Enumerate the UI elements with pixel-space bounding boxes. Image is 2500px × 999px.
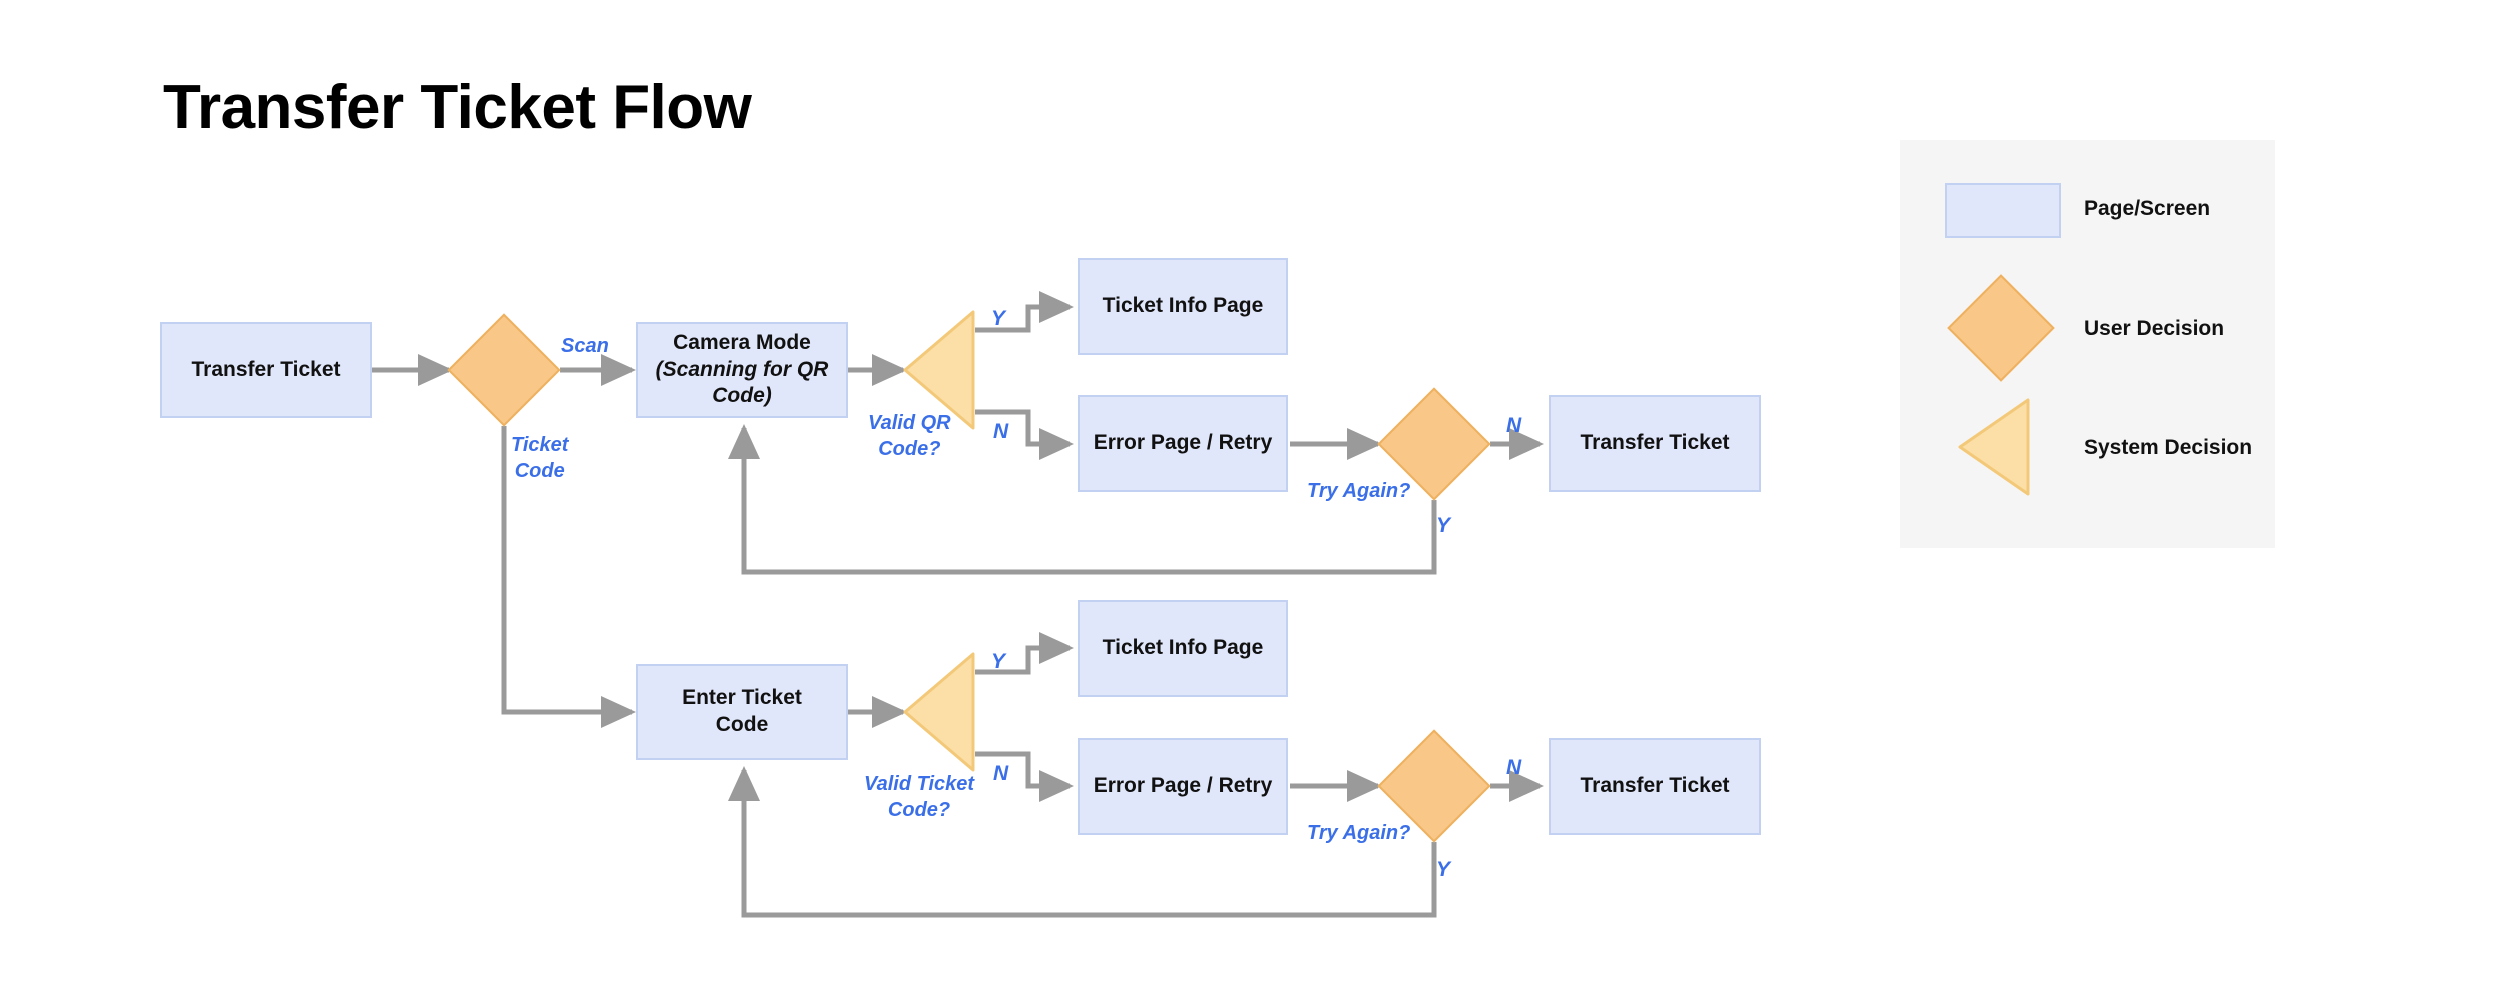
edge-tryagain-top-yes-loop bbox=[727, 423, 1437, 575]
edge-label-scan: Scan bbox=[561, 335, 609, 357]
edge-label-valid-ticket-code: Valid Ticket Code? bbox=[864, 773, 975, 821]
edge-entry-to-enter-code bbox=[501, 426, 637, 728]
node-ticket-info-page-top[interactable]: Ticket Info Page bbox=[1078, 258, 1288, 355]
node-label-line1: Enter Ticket bbox=[682, 686, 802, 710]
node-label: Error Page / Retry bbox=[1093, 774, 1273, 798]
edge-label-ticket-code: Ticket Code bbox=[511, 434, 569, 482]
node-label: Ticket Info Page bbox=[1102, 294, 1264, 318]
edge-label-qr-no: N bbox=[993, 420, 1009, 443]
node-label: Transfer Ticket bbox=[1580, 774, 1730, 798]
node-label: Transfer Ticket bbox=[1580, 431, 1730, 455]
legend-label-user-decision: User Decision bbox=[2084, 317, 2225, 340]
edge-label-try-again-top: Try Again? bbox=[1307, 480, 1411, 502]
node-error-page-retry-bottom[interactable]: Error Page / Retry bbox=[1078, 738, 1288, 835]
edge-label-tryagain-top-yes: Y bbox=[1436, 514, 1451, 537]
legend-label-system-decision: System Decision bbox=[2084, 436, 2253, 459]
node-label-line1: Camera Mode bbox=[673, 330, 811, 354]
edge-label-tryagain-top-no: N bbox=[1506, 414, 1522, 437]
node-enter-ticket-code[interactable]: Enter Ticket Code bbox=[636, 664, 848, 760]
node-start-transfer-ticket[interactable]: Transfer Ticket bbox=[160, 322, 372, 418]
edge-ticket-yes bbox=[975, 631, 1075, 675]
page-title: Transfer Ticket Flow bbox=[163, 73, 752, 142]
legend-label-page-screen: Page/Screen bbox=[2084, 197, 2211, 220]
legend-swatch-page-screen bbox=[1945, 183, 2061, 238]
edge-ticket-no bbox=[975, 751, 1075, 802]
edge-label-try-again-bottom: Try Again? bbox=[1307, 822, 1411, 844]
edge-tryagain-bottom-yes-loop bbox=[727, 765, 1437, 918]
node-label-line2: (Scanning for QR Code) bbox=[655, 357, 829, 408]
edge-label-ticket-yes: Y bbox=[991, 650, 1006, 673]
legend-swatch-system-decision bbox=[1958, 398, 2030, 496]
edge-label-tryagain-bottom-yes: Y bbox=[1436, 858, 1451, 881]
node-ticket-info-page-bottom[interactable]: Ticket Info Page bbox=[1078, 600, 1288, 697]
node-valid-qr-system-decision[interactable] bbox=[903, 310, 975, 430]
node-label: Transfer Ticket bbox=[191, 357, 341, 381]
edge-label-qr-yes: Y bbox=[991, 307, 1006, 330]
node-label: Error Page / Retry bbox=[1093, 431, 1273, 455]
edge-qr-no bbox=[975, 409, 1075, 460]
node-label: Ticket Info Page bbox=[1102, 636, 1264, 660]
edge-label-tryagain-bottom-no: N bbox=[1506, 756, 1522, 779]
node-camera-mode[interactable]: Camera Mode (Scanning for QR Code) bbox=[636, 322, 848, 418]
node-label-line2: Code bbox=[715, 713, 769, 736]
edge-label-valid-qr-code: Valid QR Code? bbox=[868, 412, 951, 460]
node-transfer-ticket-end-top[interactable]: Transfer Ticket bbox=[1549, 395, 1761, 492]
node-transfer-ticket-end-bottom[interactable]: Transfer Ticket bbox=[1549, 738, 1761, 835]
edge-qr-yes bbox=[975, 290, 1075, 333]
node-error-page-retry-top[interactable]: Error Page / Retry bbox=[1078, 395, 1288, 492]
node-valid-ticket-system-decision[interactable] bbox=[903, 652, 975, 772]
edge-label-ticket-no: N bbox=[993, 762, 1009, 785]
